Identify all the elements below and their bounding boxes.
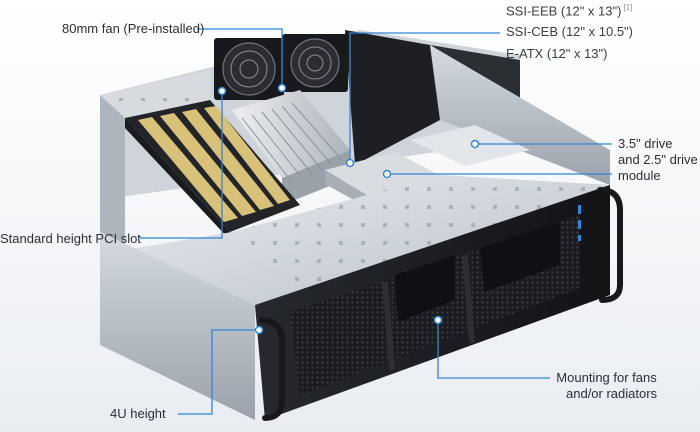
front-bezel bbox=[255, 185, 610, 420]
callout-lines bbox=[140, 28, 612, 415]
height-label: 4U height bbox=[110, 406, 166, 421]
rack-handles bbox=[259, 187, 623, 421]
callout-dots bbox=[217, 83, 480, 335]
pci-label: Standard height PCI slot bbox=[0, 231, 141, 246]
drive-label: 3.5" drive and 2.5" drive module bbox=[618, 136, 698, 183]
chassis-right-wall bbox=[430, 45, 610, 185]
fan-unit bbox=[214, 34, 348, 100]
mounting-label: Mounting for fans and/or radiators bbox=[556, 370, 658, 401]
chassis-side-panel bbox=[100, 232, 255, 420]
psu-compartment bbox=[345, 30, 440, 165]
eatx-label: E-ATX (12" x 13") bbox=[506, 46, 608, 61]
ssi-eeb-label: SSI-EEB (12" x 13")[1] bbox=[506, 3, 633, 19]
cpu-heatsink bbox=[232, 90, 350, 205]
ssi-ceb-label: SSI-CEB (12" x 10.5") bbox=[506, 24, 633, 39]
chassis-left-wall bbox=[100, 95, 125, 250]
pci-slots bbox=[125, 100, 300, 240]
footnote-ref: [1] bbox=[623, 3, 633, 12]
fan-label: 80mm fan (Pre-installed) bbox=[62, 21, 205, 36]
